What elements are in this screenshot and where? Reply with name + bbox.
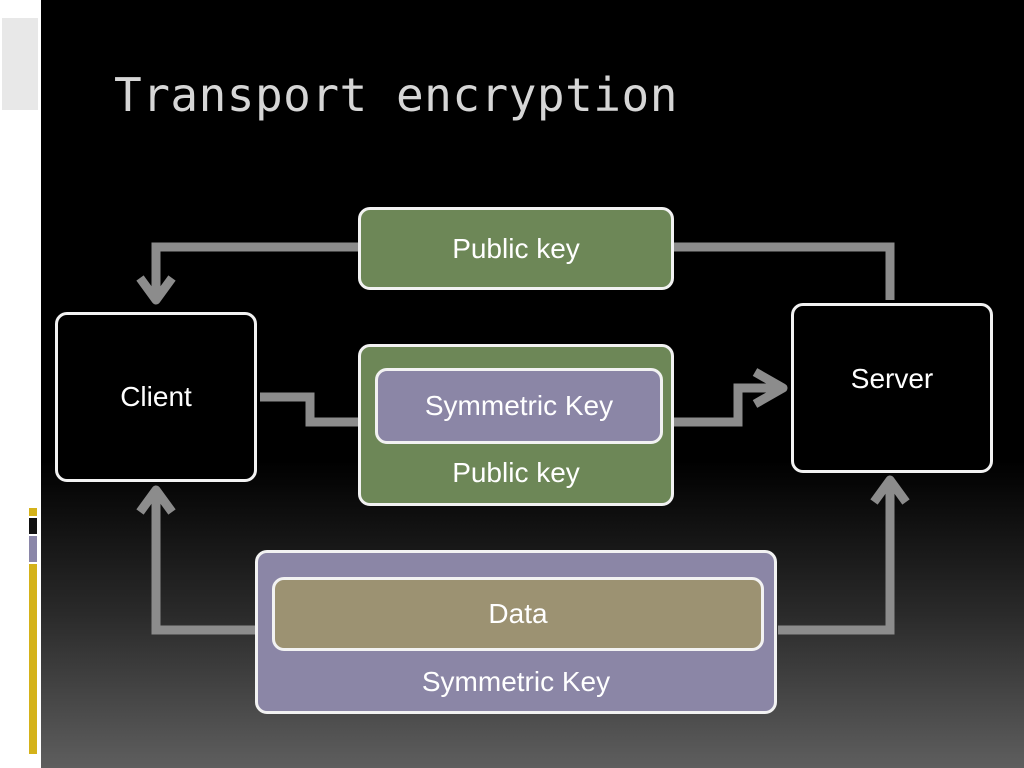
decorative-window-icon bbox=[2, 18, 38, 110]
public-key-envelope-middle: Symmetric Key Public key bbox=[358, 344, 674, 506]
symmetric-key-envelope-bottom: Data Symmetric Key bbox=[255, 550, 777, 714]
arrowhead-client-bottom bbox=[136, 485, 176, 515]
server-node: Server bbox=[791, 303, 993, 473]
accent-bar-slate bbox=[29, 536, 37, 562]
symmetric-key-inner-box: Symmetric Key bbox=[375, 368, 663, 444]
client-node: Client bbox=[55, 312, 257, 482]
arrow-client-to-server-middle bbox=[260, 383, 775, 427]
arrowhead-server-bottom bbox=[870, 475, 910, 505]
accent-bar-black bbox=[29, 518, 37, 534]
public-key-box-top: Public key bbox=[358, 207, 674, 290]
arrow-bottom-to-server bbox=[778, 480, 895, 635]
symmetric-key-bottom-label: Symmetric Key bbox=[421, 666, 611, 697]
data-inner-label: Data bbox=[488, 598, 548, 629]
arrowhead-server-middle bbox=[752, 368, 788, 408]
accent-bar-yellow-long bbox=[29, 564, 37, 754]
slide-title: Transport encryption bbox=[114, 68, 678, 122]
client-label: Client bbox=[120, 381, 192, 412]
symmetric-key-inner-label: Symmetric Key bbox=[424, 390, 614, 421]
public-key-top-label: Public key bbox=[452, 232, 580, 264]
arrowhead-client-top bbox=[136, 275, 176, 305]
data-inner-box: Data bbox=[272, 577, 764, 651]
accent-bar-yellow-small bbox=[29, 508, 37, 516]
server-label: Server bbox=[850, 363, 934, 394]
arrow-bottom-to-client bbox=[151, 490, 258, 635]
slide-left-strip bbox=[0, 0, 41, 768]
public-key-middle-label: Public key bbox=[452, 457, 580, 488]
